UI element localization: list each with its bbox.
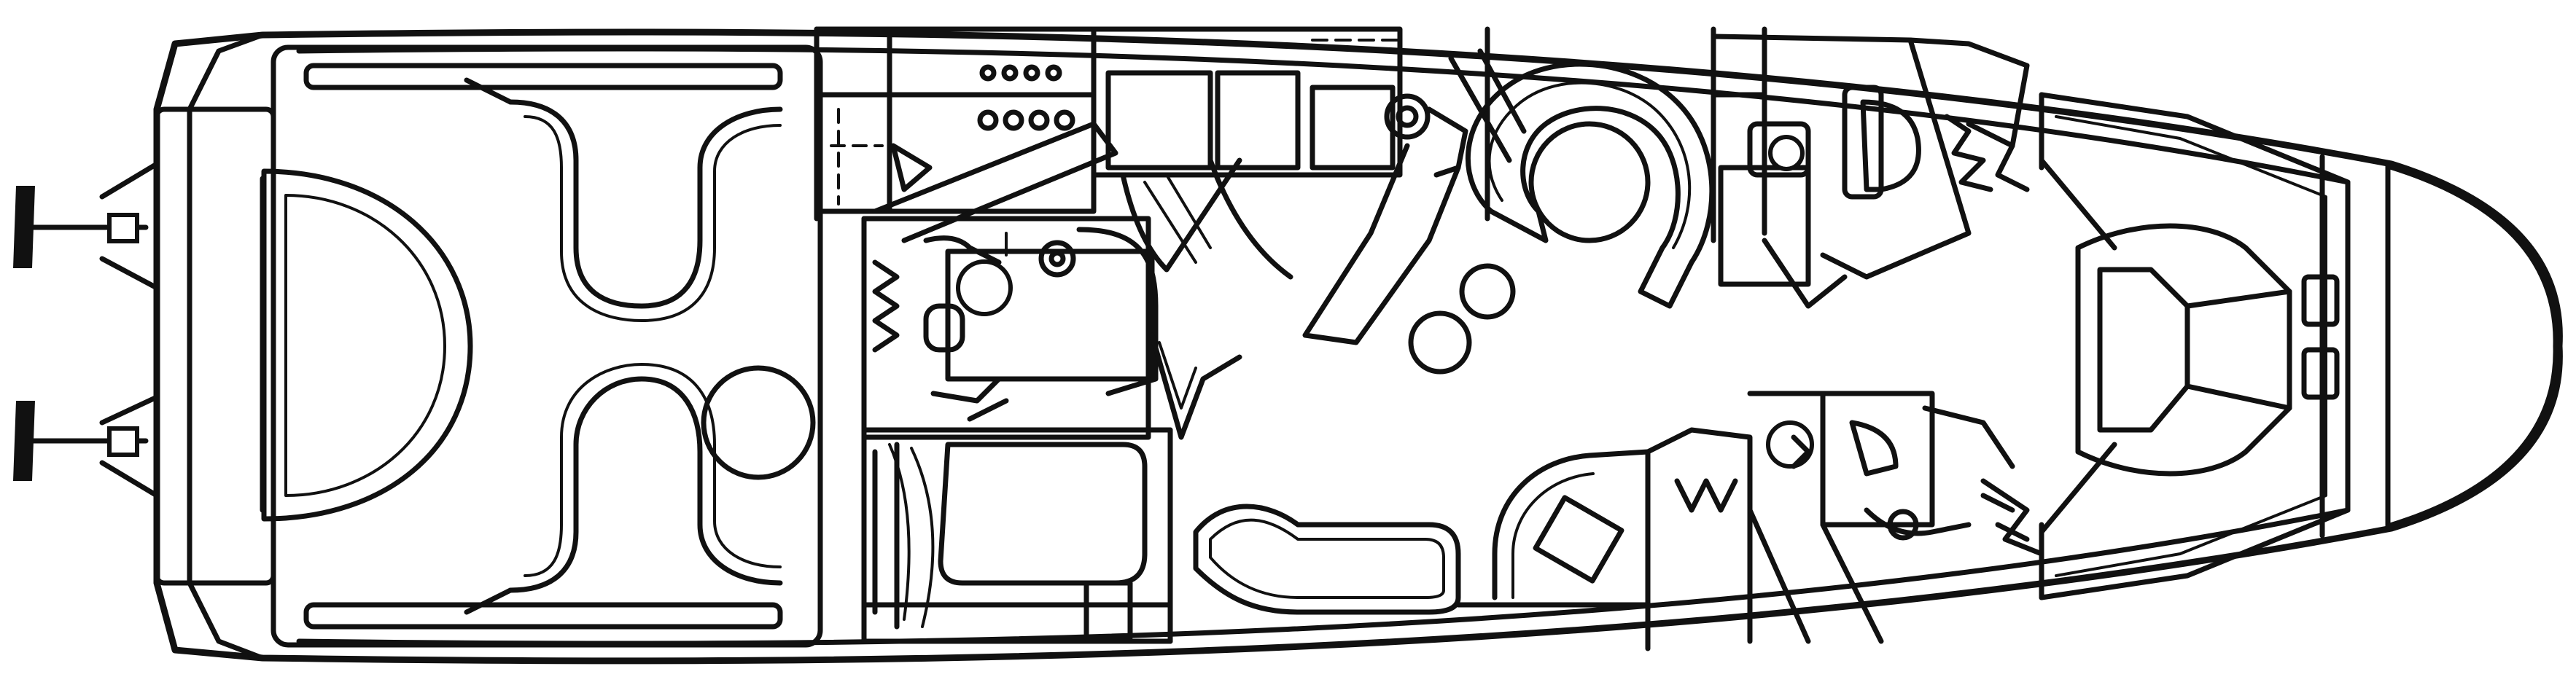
- propellers: [13, 161, 160, 498]
- hull: [153, 28, 2563, 665]
- salon-lower-counter: [861, 427, 1173, 644]
- salon-settee: [1302, 61, 1715, 375]
- head-compartments: [1711, 26, 2030, 309]
- helm-gauges: [977, 64, 1075, 131]
- bow: [2385, 163, 2559, 529]
- forward-stateroom: [1980, 92, 2351, 600]
- propeller-starboard: [13, 394, 160, 498]
- swim-platform: [154, 32, 276, 661]
- helm-station: [814, 26, 1118, 243]
- dinette: [1455, 449, 1651, 644]
- bulkheads: [814, 26, 2044, 651]
- aft-head: [861, 216, 1159, 440]
- galley: [1091, 26, 1527, 280]
- propeller-port: [13, 161, 160, 291]
- aft-cockpit: [260, 44, 823, 648]
- lower-head-compartments: [1645, 391, 2015, 644]
- salon: [1149, 26, 1490, 615]
- galley-stove: [1384, 93, 1468, 178]
